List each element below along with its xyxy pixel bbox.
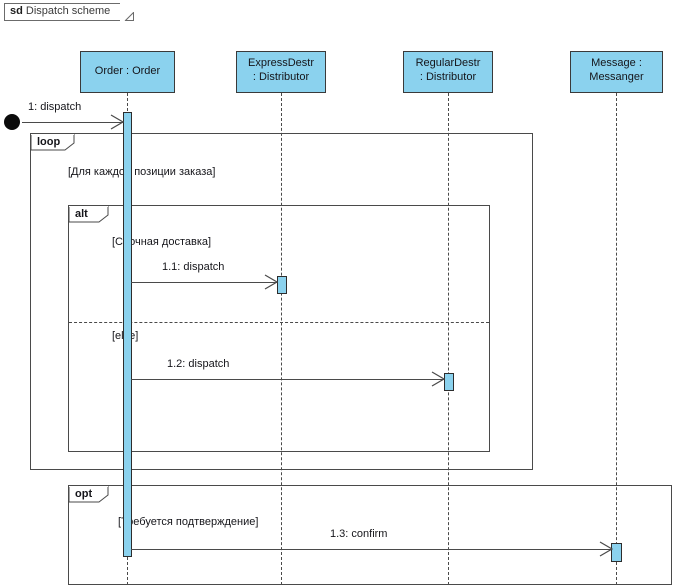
lifeline-name-line1: RegularDestr [415, 57, 481, 69]
diagram-title: sd Dispatch scheme [10, 5, 110, 17]
lifeline-name-line2: Messanger [589, 71, 644, 83]
message-line-m13 [131, 549, 612, 550]
fragment-guard-alt: [Срочная доставка] [112, 236, 212, 248]
diagram-title-text: Dispatch scheme [25, 5, 111, 17]
fragment-guard-loop: [Для каждой позиции заказа] [68, 166, 216, 178]
lifeline-name-line2: : Distributor [419, 71, 477, 83]
messanger-activation [611, 543, 622, 562]
lifeline-regular_destr [448, 93, 449, 585]
fragment-operator-loop: loop [37, 136, 61, 148]
regular-activation [444, 373, 454, 391]
fragment-divider-alt [69, 322, 489, 323]
lifeline-name-line1: Message : [591, 57, 642, 69]
frame-corner-cut-icon [120, 3, 134, 21]
message-line-m1 [22, 122, 123, 123]
fragment-tab-loop [31, 134, 75, 151]
lifeline-name-line1: ExpressDestr [247, 57, 315, 69]
lifeline-head-messanger[interactable]: Message : Messanger [570, 51, 663, 93]
fragment-tab-opt [69, 486, 109, 503]
lifeline-messanger [616, 93, 617, 585]
lifeline-head-regular_destr[interactable]: RegularDestr : Distributor [403, 51, 493, 93]
message-label-m11: 1.1: dispatch [162, 261, 225, 273]
fragment-loop [30, 133, 533, 470]
lifeline-name-line1: Order : Order [94, 65, 161, 77]
message-label-m12: 1.2: dispatch [167, 358, 230, 370]
message-line-m12 [131, 379, 444, 380]
found-message-dot-m1 [4, 114, 20, 130]
message-arrowhead-icon-m11 [264, 274, 278, 290]
fragment-operator-alt: alt [75, 208, 88, 220]
message-arrowhead-icon-m1 [110, 114, 124, 130]
message-label-m13: 1.3: confirm [330, 528, 388, 540]
lifeline-express_destr [281, 93, 282, 585]
message-line-m11 [131, 282, 277, 283]
lifeline-head-express_destr[interactable]: ExpressDestr : Distributor [236, 51, 326, 93]
message-label-m1: 1: dispatch [28, 101, 82, 113]
message-arrowhead-icon-m12 [431, 371, 445, 387]
fragment-guard-opt: [Требуется подтверждение] [118, 516, 259, 528]
order-activation [123, 112, 132, 557]
express-activation [277, 276, 287, 294]
fragment-alt [68, 205, 490, 452]
diagram-kind-label: sd [10, 5, 23, 17]
lifeline-head-order[interactable]: Order : Order [80, 51, 175, 93]
fragment-tab-alt [69, 206, 109, 223]
fragment-operator-opt: opt [75, 488, 93, 500]
lifeline-name-line2: : Distributor [252, 71, 310, 83]
message-arrowhead-icon-m13 [599, 541, 613, 557]
